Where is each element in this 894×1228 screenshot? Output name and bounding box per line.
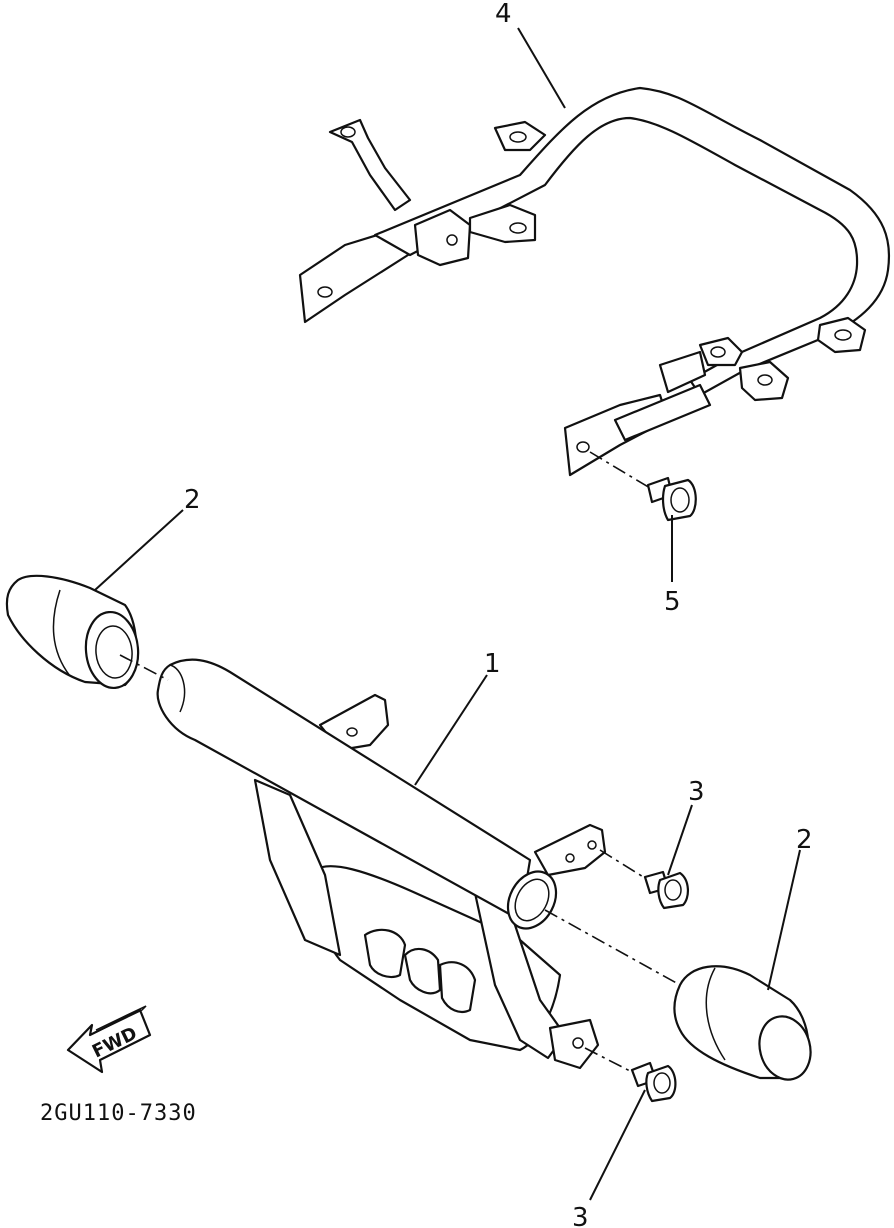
leader-bolt-3-lower (584, 1047, 633, 1073)
leader-callout-1 (414, 674, 488, 786)
rear-grab-bar (298, 86, 891, 477)
leader-callout-2b (767, 849, 801, 991)
leader-cap-left (119, 654, 169, 681)
fwd-arrow-icon: FWD (66, 1005, 152, 1074)
callout-2-right: 2 (796, 825, 813, 855)
leader-bolt-3-upper (599, 849, 646, 879)
diagram-code: 2GU110-7330 (40, 1101, 197, 1126)
end-cap-right-part-2 (673, 965, 812, 1081)
leader-callout-2a (94, 509, 184, 591)
callout-5: 5 (664, 587, 681, 617)
callout-4: 4 (495, 0, 512, 29)
leader-callout-3a (667, 804, 693, 876)
callout-2-left: 2 (184, 485, 201, 515)
leader-cap-right (544, 909, 681, 986)
callout-1: 1 (484, 649, 501, 679)
leader-callout-4 (517, 27, 566, 109)
bolt-part-3-upper (643, 870, 689, 910)
callout-3-lower: 3 (572, 1203, 589, 1228)
end-cap-left-part-2 (5, 574, 140, 690)
leader-callout-3b (589, 1089, 646, 1201)
bolt-part-5 (646, 476, 697, 522)
front-guard (156, 658, 607, 1070)
bolt-part-3-lower (630, 1061, 677, 1103)
leader-bolt-5 (589, 451, 651, 489)
callout-3-upper: 3 (688, 777, 705, 807)
